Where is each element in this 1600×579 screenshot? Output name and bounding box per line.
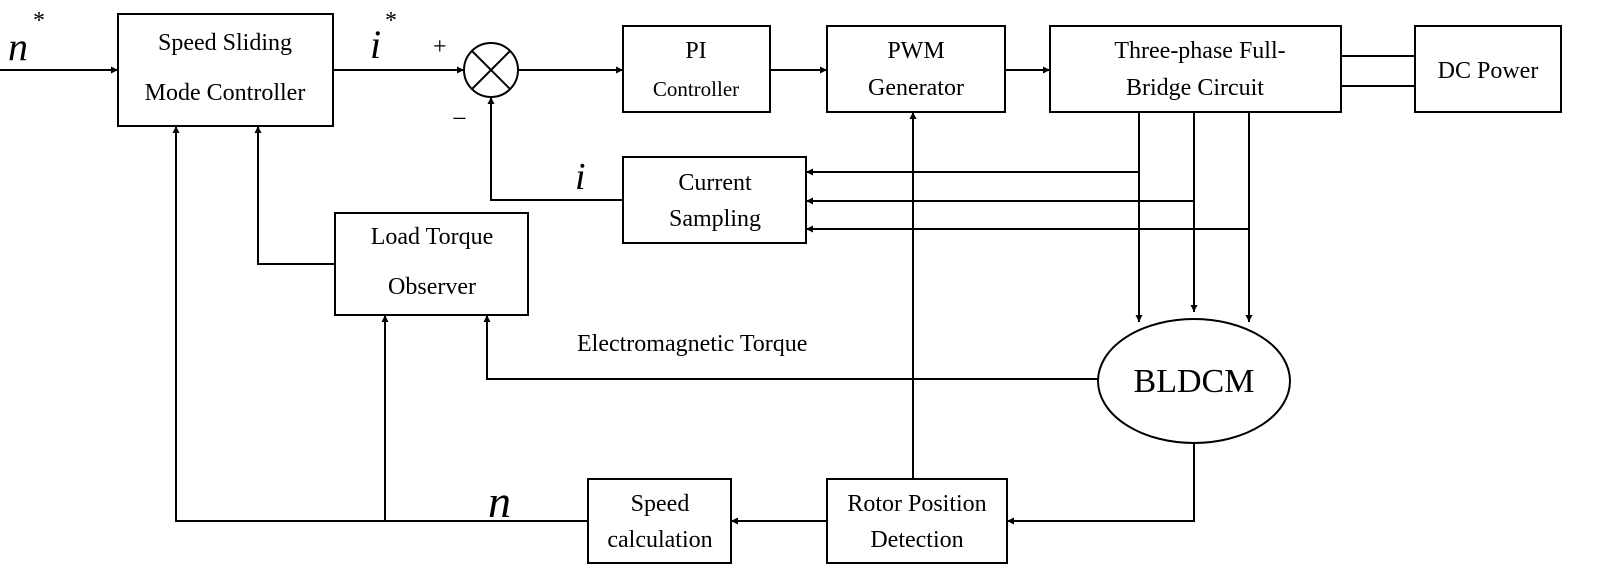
speed-smc-label-2: Mode Controller xyxy=(145,80,306,106)
speed-calc-label-2: calculation xyxy=(607,527,712,553)
observer-label-1: Load Torque xyxy=(371,224,494,250)
speed-sliding-mode-controller-block: Speed Sliding Mode Controller xyxy=(117,13,334,127)
arrow-torque-to-observer xyxy=(483,315,1098,380)
plus-sign: + xyxy=(433,34,447,60)
minus-sign: − xyxy=(452,104,467,133)
iref-symbol: i xyxy=(370,22,381,67)
speed-calc-label-1: Speed xyxy=(631,491,690,517)
dc-power-block: DC Power xyxy=(1414,25,1562,113)
arrow-current-feedback xyxy=(487,97,623,201)
speed-smc-label-1: Speed Sliding xyxy=(158,30,292,56)
bldcm-motor: BLDCM xyxy=(1097,318,1291,444)
bldcm-label: BLDCM xyxy=(1134,363,1255,400)
pi-label-1: PI xyxy=(685,38,706,64)
pwm-generator-block: PWM Generator xyxy=(826,25,1006,113)
arrow-bldcm-to-rotor xyxy=(1007,443,1195,525)
speed-feedback-symbol: n xyxy=(488,476,511,527)
current-label-1: Current xyxy=(678,170,752,196)
pwm-label-2: Generator xyxy=(868,75,964,101)
speed-calculation-block: Speed calculation xyxy=(587,478,732,564)
pi-label-2: Controller xyxy=(653,77,739,101)
signal-lines xyxy=(0,55,1415,525)
pi-controller-block: PI Controller xyxy=(622,25,771,113)
current-label-2: Sampling xyxy=(669,206,761,232)
arrow-speed-to-smc xyxy=(172,126,588,522)
rotor-label-1: Rotor Position xyxy=(847,491,986,517)
bridge-label-2: Bridge Circuit xyxy=(1126,75,1264,101)
electromagnetic-torque-label: Electromagnetic Torque xyxy=(577,331,807,357)
nref-symbol: n xyxy=(8,24,28,69)
three-phase-bridge-block: Three-phase Full- Bridge Circuit xyxy=(1049,25,1342,113)
observer-label-2: Observer xyxy=(388,274,476,300)
nref-superscript: * xyxy=(33,8,45,34)
iref-superscript: * xyxy=(385,8,397,34)
current-feedback-symbol: i xyxy=(575,156,586,198)
summing-junction xyxy=(463,42,519,98)
current-sampling-block: Current Sampling xyxy=(622,156,807,244)
pwm-label-1: PWM xyxy=(887,38,944,64)
bridge-label-1: Three-phase Full- xyxy=(1114,38,1285,64)
rotor-label-2: Detection xyxy=(870,527,963,553)
arrow-observer-to-smc xyxy=(254,126,335,265)
load-torque-observer-block: Load Torque Observer xyxy=(334,212,529,316)
rotor-position-detection-block: Rotor Position Detection xyxy=(826,478,1008,564)
dc-power-label: DC Power xyxy=(1438,58,1539,84)
